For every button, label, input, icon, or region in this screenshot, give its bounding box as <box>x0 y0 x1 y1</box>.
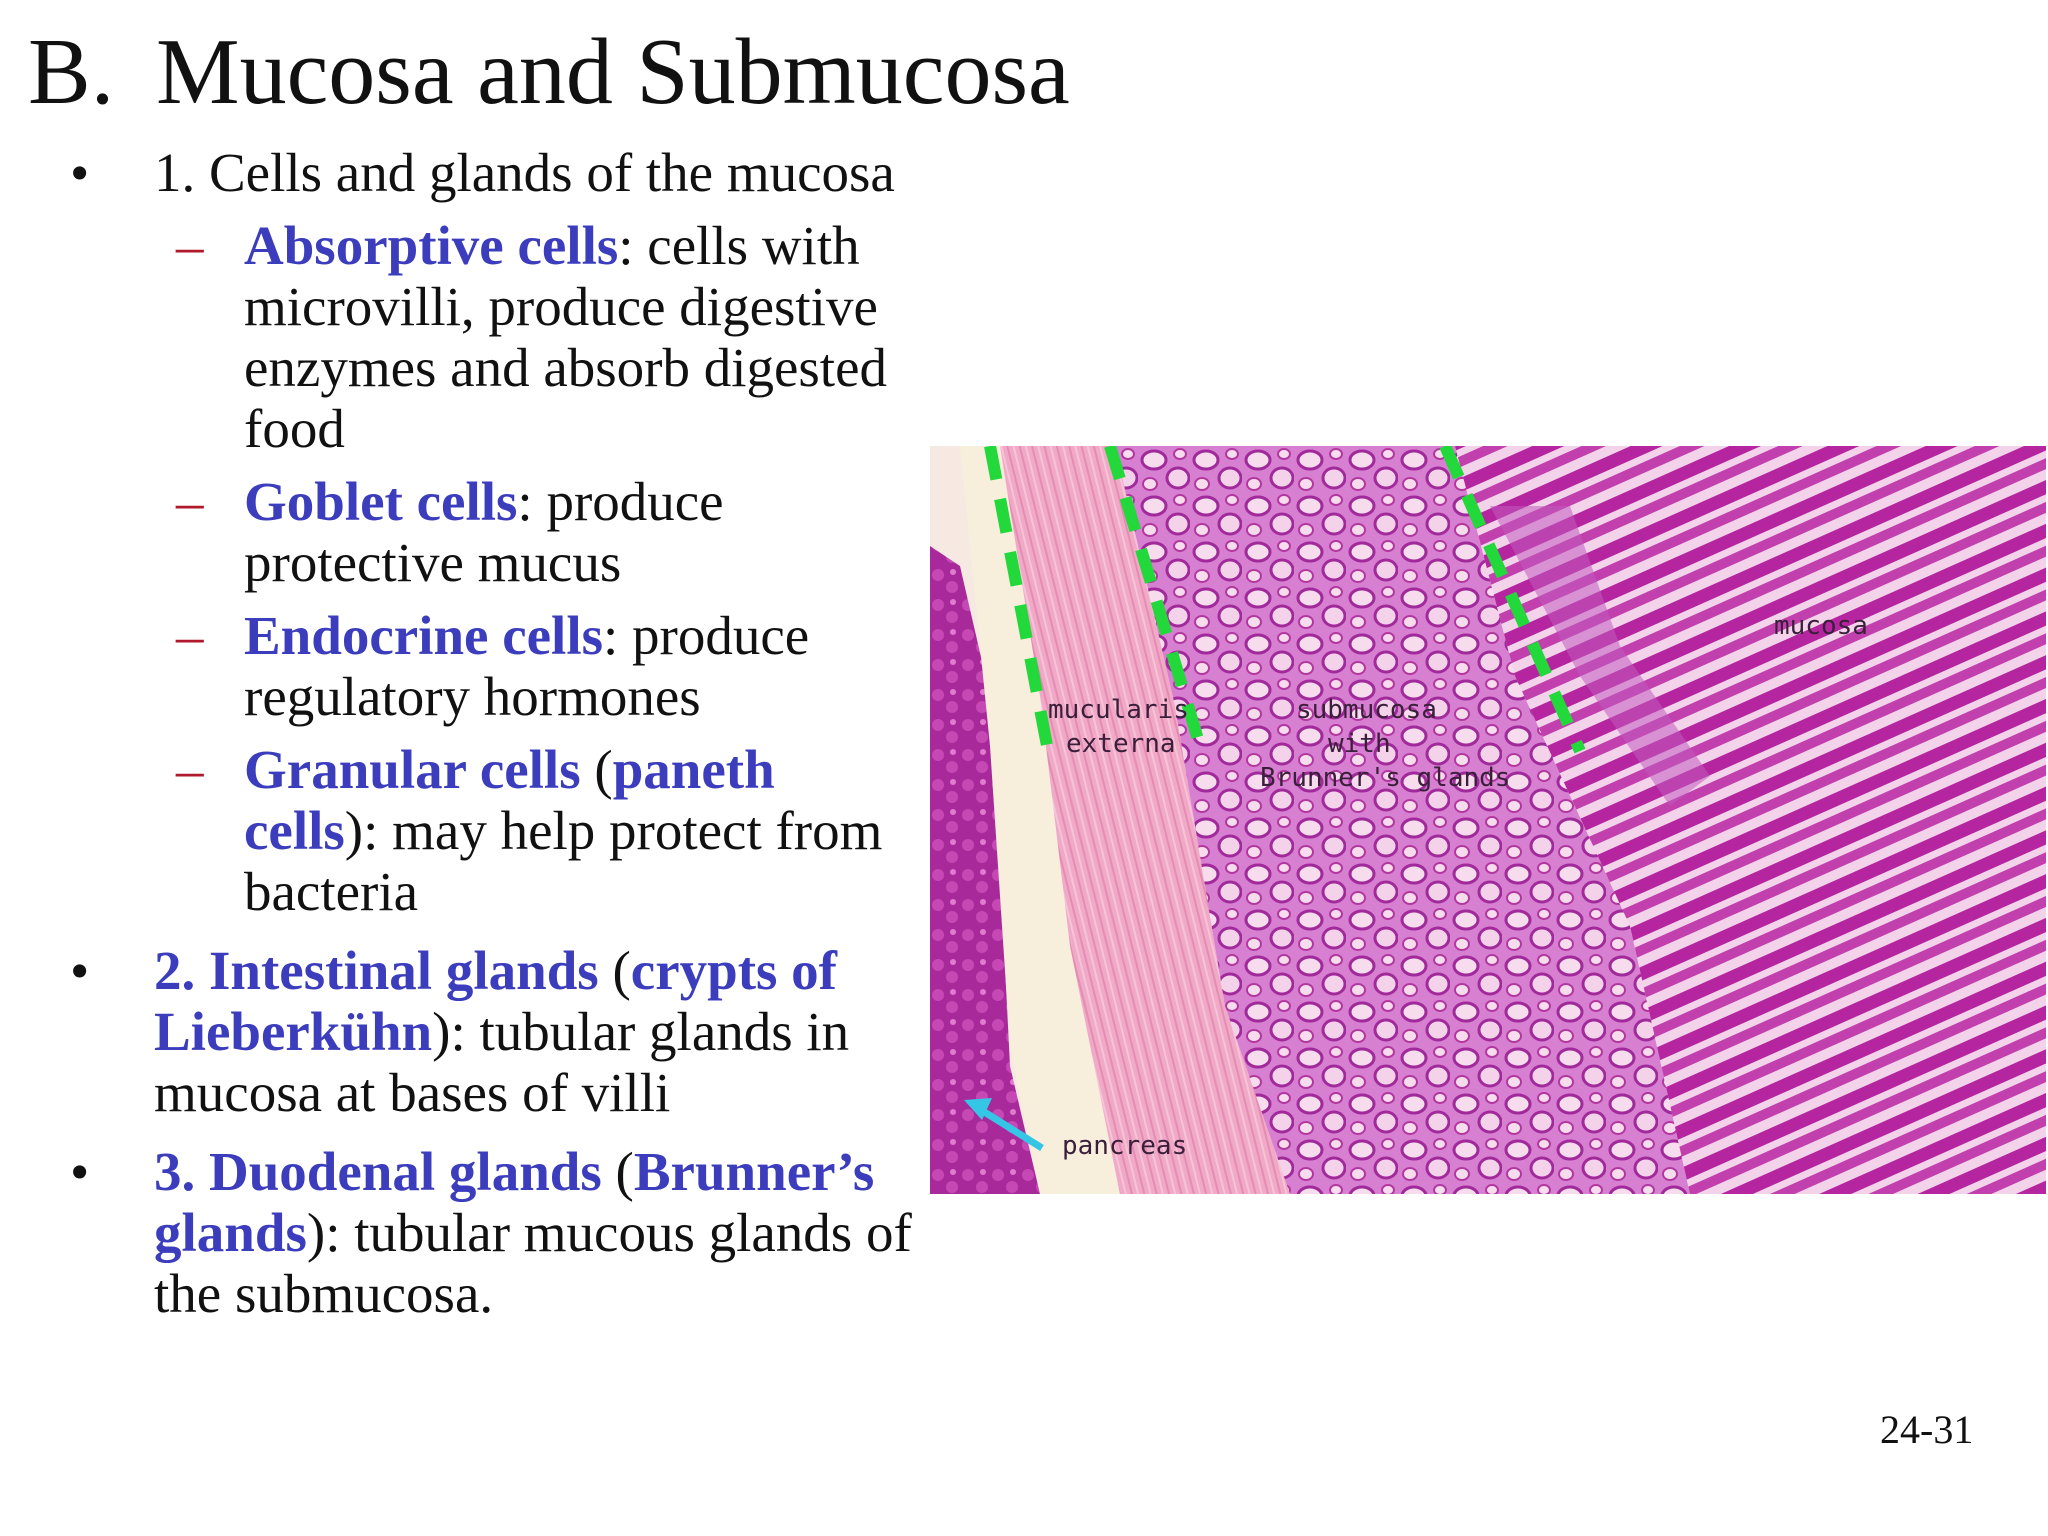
dash-marker: – <box>176 605 204 666</box>
pancreas-arrow <box>976 1105 1044 1151</box>
label-pancreas: pancreas <box>1062 1131 1187 1161</box>
bullet-marker: • <box>70 1141 90 1202</box>
bullet-item-cells-and-glands: • 1. Cells and glands of the mucosa <box>0 142 920 203</box>
label-submucosa-1: submucosa <box>1296 695 1437 725</box>
pancreas-arrow-head <box>964 1098 992 1120</box>
sub-item-description: : produce protective mucus <box>244 471 724 593</box>
dash-marker: – <box>176 215 204 276</box>
bullet-item-intestinal-glands: • 2. Intestinal glands (crypts of Lieberk… <box>0 940 920 1123</box>
term-duodenal-glands: 3. Duodenal glands <box>154 1141 602 1202</box>
label-mucosa: mucosa <box>1774 611 1868 641</box>
term-crypts-of-lieberkuhn: crypts of Lieberkühn <box>154 940 837 1062</box>
bullet-item-description: ): tubular mucous glands of the submucos… <box>154 1202 912 1324</box>
term-endocrine-cells: Endocrine cells <box>244 605 604 666</box>
label-submucosa-3: Brunner's glands <box>1260 763 1510 793</box>
bullet-item-description: ): tubular glands in mucosa at bases of … <box>154 1001 850 1123</box>
bullet-item-duodenal-glands: • 3. Duodenal glands (Brunner’s glands): … <box>0 1141 920 1324</box>
slide-title: B. Mucosa and Submucosa <box>28 18 1070 126</box>
dash-marker: – <box>176 471 204 532</box>
histology-micrograph: mucularis externa submucosa with Brunner… <box>930 446 2046 1194</box>
slide-number: 24-31 <box>1880 1407 1974 1452</box>
micrograph-drawing: mucularis externa submucosa with Brunner… <box>930 446 2046 1194</box>
label-muscularis-2: externa <box>1066 729 1176 759</box>
paren-open: ( <box>598 940 631 1001</box>
term-paneth-cells: paneth cells <box>244 739 775 861</box>
slide-title-text: Mucosa and Submucosa <box>156 20 1070 124</box>
term-absorptive-cells: Absorptive cells <box>244 215 619 276</box>
label-submucosa-2: with <box>1328 729 1391 759</box>
term-brunners-glands: Brunner’s glands <box>154 1141 875 1263</box>
dash-marker: – <box>176 739 204 800</box>
paren-open: ( <box>580 739 613 800</box>
term-granular-cells: Granular cells <box>244 739 581 800</box>
paren-open: ( <box>601 1141 634 1202</box>
bullet-item-text: 1. Cells and glands of the mucosa <box>154 142 895 203</box>
sub-item-granular-cells: –Granular cells (paneth cells): may help… <box>0 739 920 922</box>
sub-item-endocrine-cells: –Endocrine cells: produce regulatory hor… <box>0 605 920 727</box>
bullet-marker: • <box>70 142 90 203</box>
sub-item-goblet-cells: –Goblet cells: produce protective mucus <box>0 471 920 593</box>
sub-item-description: : cells with microvilli, produce digesti… <box>244 215 888 459</box>
sub-item-description: ): may help protect from bacteria <box>244 800 883 922</box>
bullet-marker: • <box>70 940 90 1001</box>
term-goblet-cells: Goblet cells <box>244 471 518 532</box>
sub-item-absorptive-cells: –Absorptive cells: cells with microvilli… <box>0 215 920 459</box>
slide-title-number: B. <box>28 20 115 124</box>
label-muscularis-1: mucularis <box>1048 695 1189 725</box>
sub-item-description: : produce regulatory hormones <box>244 605 810 727</box>
term-intestinal-glands: 2. Intestinal glands <box>154 940 599 1001</box>
bullet-list: •1. Cells and glands of the mucosa –Abso… <box>0 142 920 1324</box>
